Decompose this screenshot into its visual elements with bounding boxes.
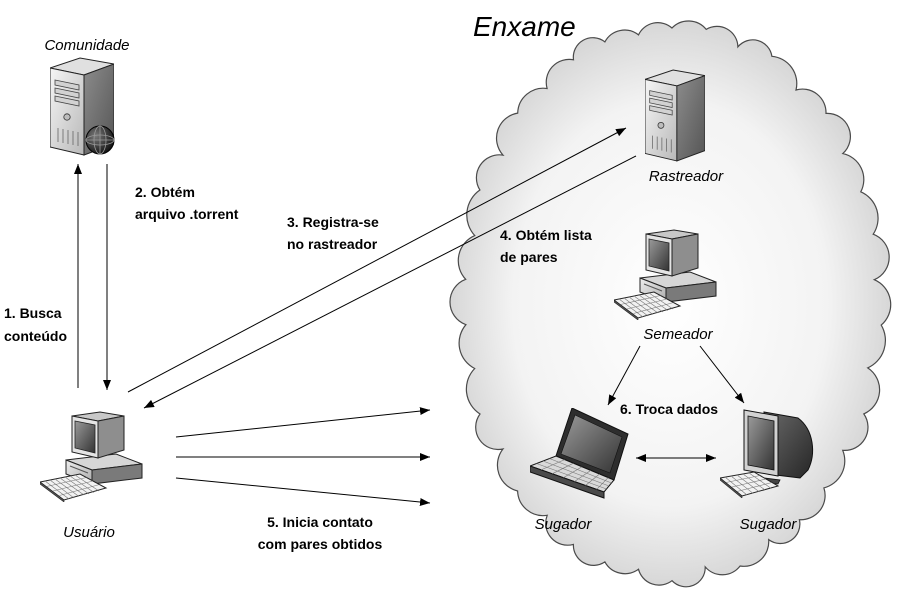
swarm-label: Enxame	[473, 11, 576, 42]
step-2-line-1: 2. Obtém	[135, 184, 195, 200]
step-3-label: 3. Registra-se no rastreador	[287, 214, 379, 252]
step-3-line-1: 3. Registra-se	[287, 214, 379, 230]
tracker-node: Rastreador	[645, 69, 724, 185]
step-4-line-2: de pares	[500, 249, 558, 265]
step-6-label: 6. Troca dados	[620, 401, 718, 417]
tracker-label: Rastreador	[649, 168, 724, 185]
server-icon	[645, 69, 705, 162]
user-node: Usuário	[40, 411, 143, 541]
arrow-contact-peer-3	[175, 477, 431, 507]
step-5-line-2: com pares obtidos	[258, 536, 383, 552]
seeder-label: Semeador	[643, 326, 713, 343]
arrow-peer-list	[143, 155, 637, 409]
step-2-label: 2. Obtém arquivo .torrent	[135, 184, 239, 222]
step-4-line-1: 4. Obtém lista	[500, 227, 592, 243]
globe-icon	[85, 125, 115, 155]
community-node: Comunidade	[44, 37, 130, 156]
step-3-line-2: no rastreador	[287, 236, 378, 252]
leecher-laptop-node: Sugador	[530, 408, 629, 533]
step-6-line-1: 6. Troca dados	[620, 401, 718, 417]
arrow-contact-peer-1	[175, 407, 431, 438]
arrow-seed-to-desktop	[699, 345, 745, 404]
step-5-line-1: 5. Inicia contato	[267, 514, 373, 530]
desktop-computer-icon	[40, 411, 143, 502]
step-1-line-1: 1. Busca	[4, 305, 62, 321]
seeder-node: Semeador	[614, 229, 717, 343]
community-label: Comunidade	[44, 37, 129, 54]
step-1-label: 1. Busca conteúdo	[4, 305, 67, 344]
user-label: Usuário	[63, 524, 115, 541]
leecher-laptop-label: Sugador	[535, 516, 593, 533]
leecher-desktop-node: Sugador	[720, 409, 814, 533]
step-5-label: 5. Inicia contato com pares obtidos	[258, 514, 383, 552]
leecher-desktop-label: Sugador	[740, 516, 798, 533]
step-4-label: 4. Obtém lista de pares	[500, 227, 592, 265]
arrow-register-tracker	[127, 127, 627, 393]
arrow-seed-to-laptop	[607, 345, 641, 406]
step-2-line-2: arquivo .torrent	[135, 206, 239, 222]
step-1-line-2: conteúdo	[4, 328, 67, 344]
